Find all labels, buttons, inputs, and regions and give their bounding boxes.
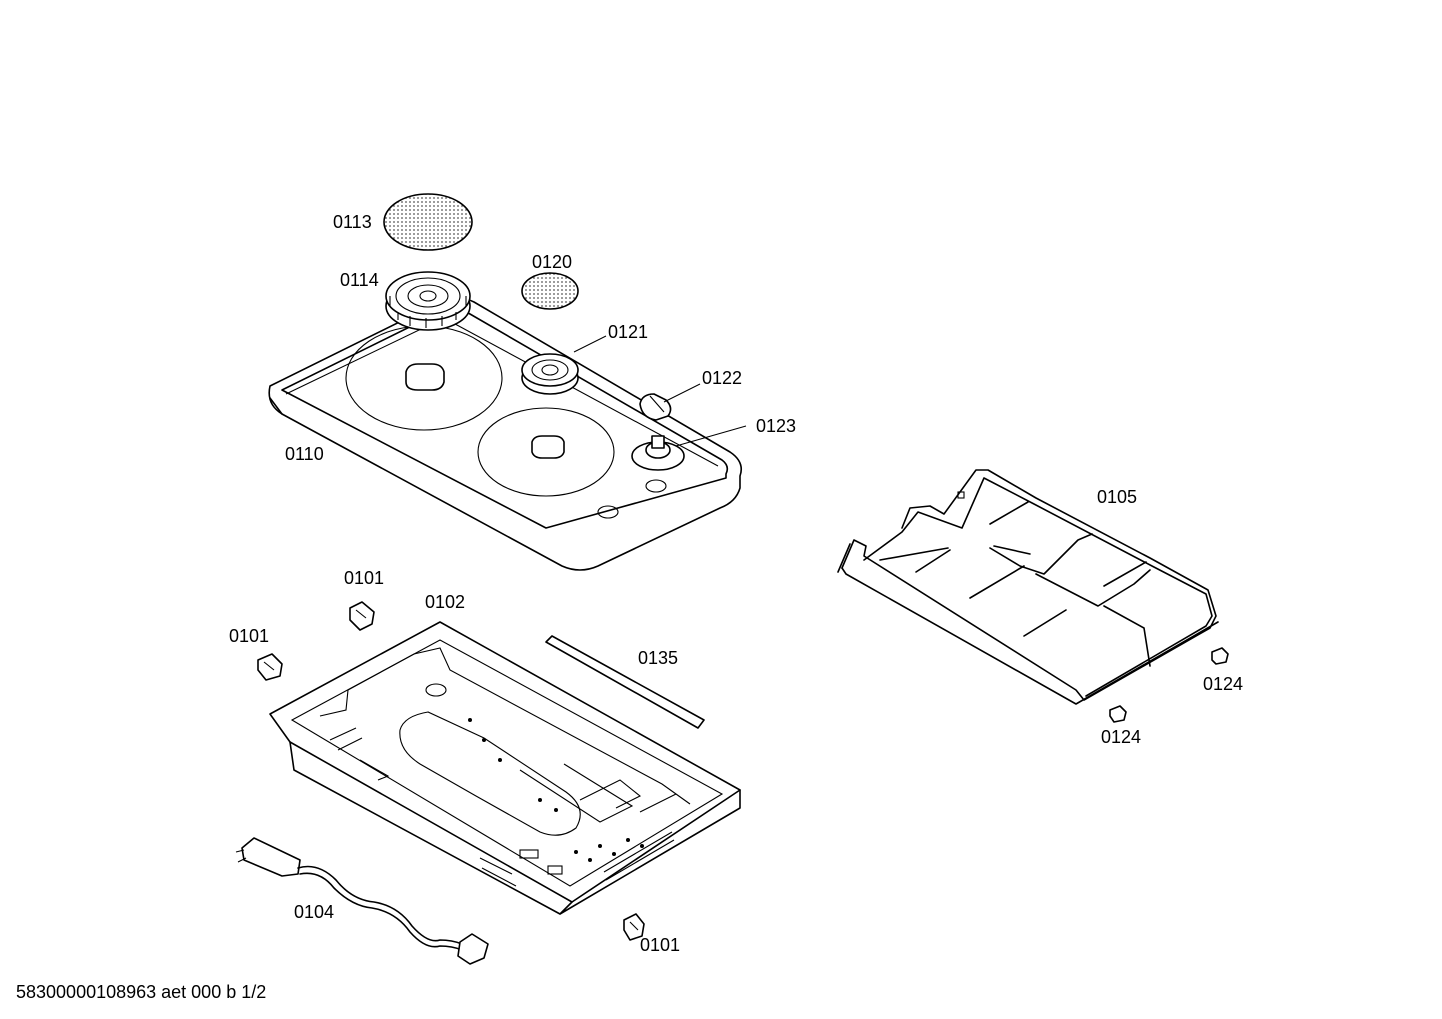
label-0110: 0110 <box>285 444 324 464</box>
label-0121: 0121 <box>608 322 648 342</box>
burner-ring-small <box>521 353 579 395</box>
leader-lines <box>573 335 747 447</box>
housing-tray <box>269 621 741 915</box>
clip-top <box>349 601 375 631</box>
sealing-strip <box>545 635 705 729</box>
hob-top-plate <box>268 297 743 571</box>
label-0101-left: 0101 <box>229 626 269 646</box>
label-0123: 0123 <box>756 416 796 436</box>
clip-bottom <box>623 913 645 941</box>
label-0101-bottom: 0101 <box>640 935 680 955</box>
burner-ring-large <box>385 271 471 331</box>
label-0124-right: 0124 <box>1203 674 1243 694</box>
label-0113: 0113 <box>333 212 372 232</box>
clip-left <box>257 653 283 681</box>
label-0120: 0120 <box>532 252 572 272</box>
mains-cable <box>235 837 489 965</box>
label-0102: 0102 <box>425 592 465 612</box>
label-0135: 0135 <box>638 648 678 668</box>
burner-cap-large <box>383 193 473 251</box>
label-0122: 0122 <box>702 368 742 388</box>
label-0104: 0104 <box>294 902 334 922</box>
document-id: 58300000108963 aet 000 b 1/2 <box>16 982 266 1002</box>
label-0114: 0114 <box>340 270 379 290</box>
burner-cap-small <box>521 272 579 310</box>
label-0101-top: 0101 <box>344 568 384 588</box>
control-knob <box>639 393 672 421</box>
rubber-foot-bottom <box>1109 705 1127 723</box>
label-0124-bottom: 0124 <box>1101 727 1141 747</box>
rubber-foot-right <box>1211 647 1229 665</box>
label-0105: 0105 <box>1097 487 1137 507</box>
pan-support-grate <box>837 469 1219 705</box>
